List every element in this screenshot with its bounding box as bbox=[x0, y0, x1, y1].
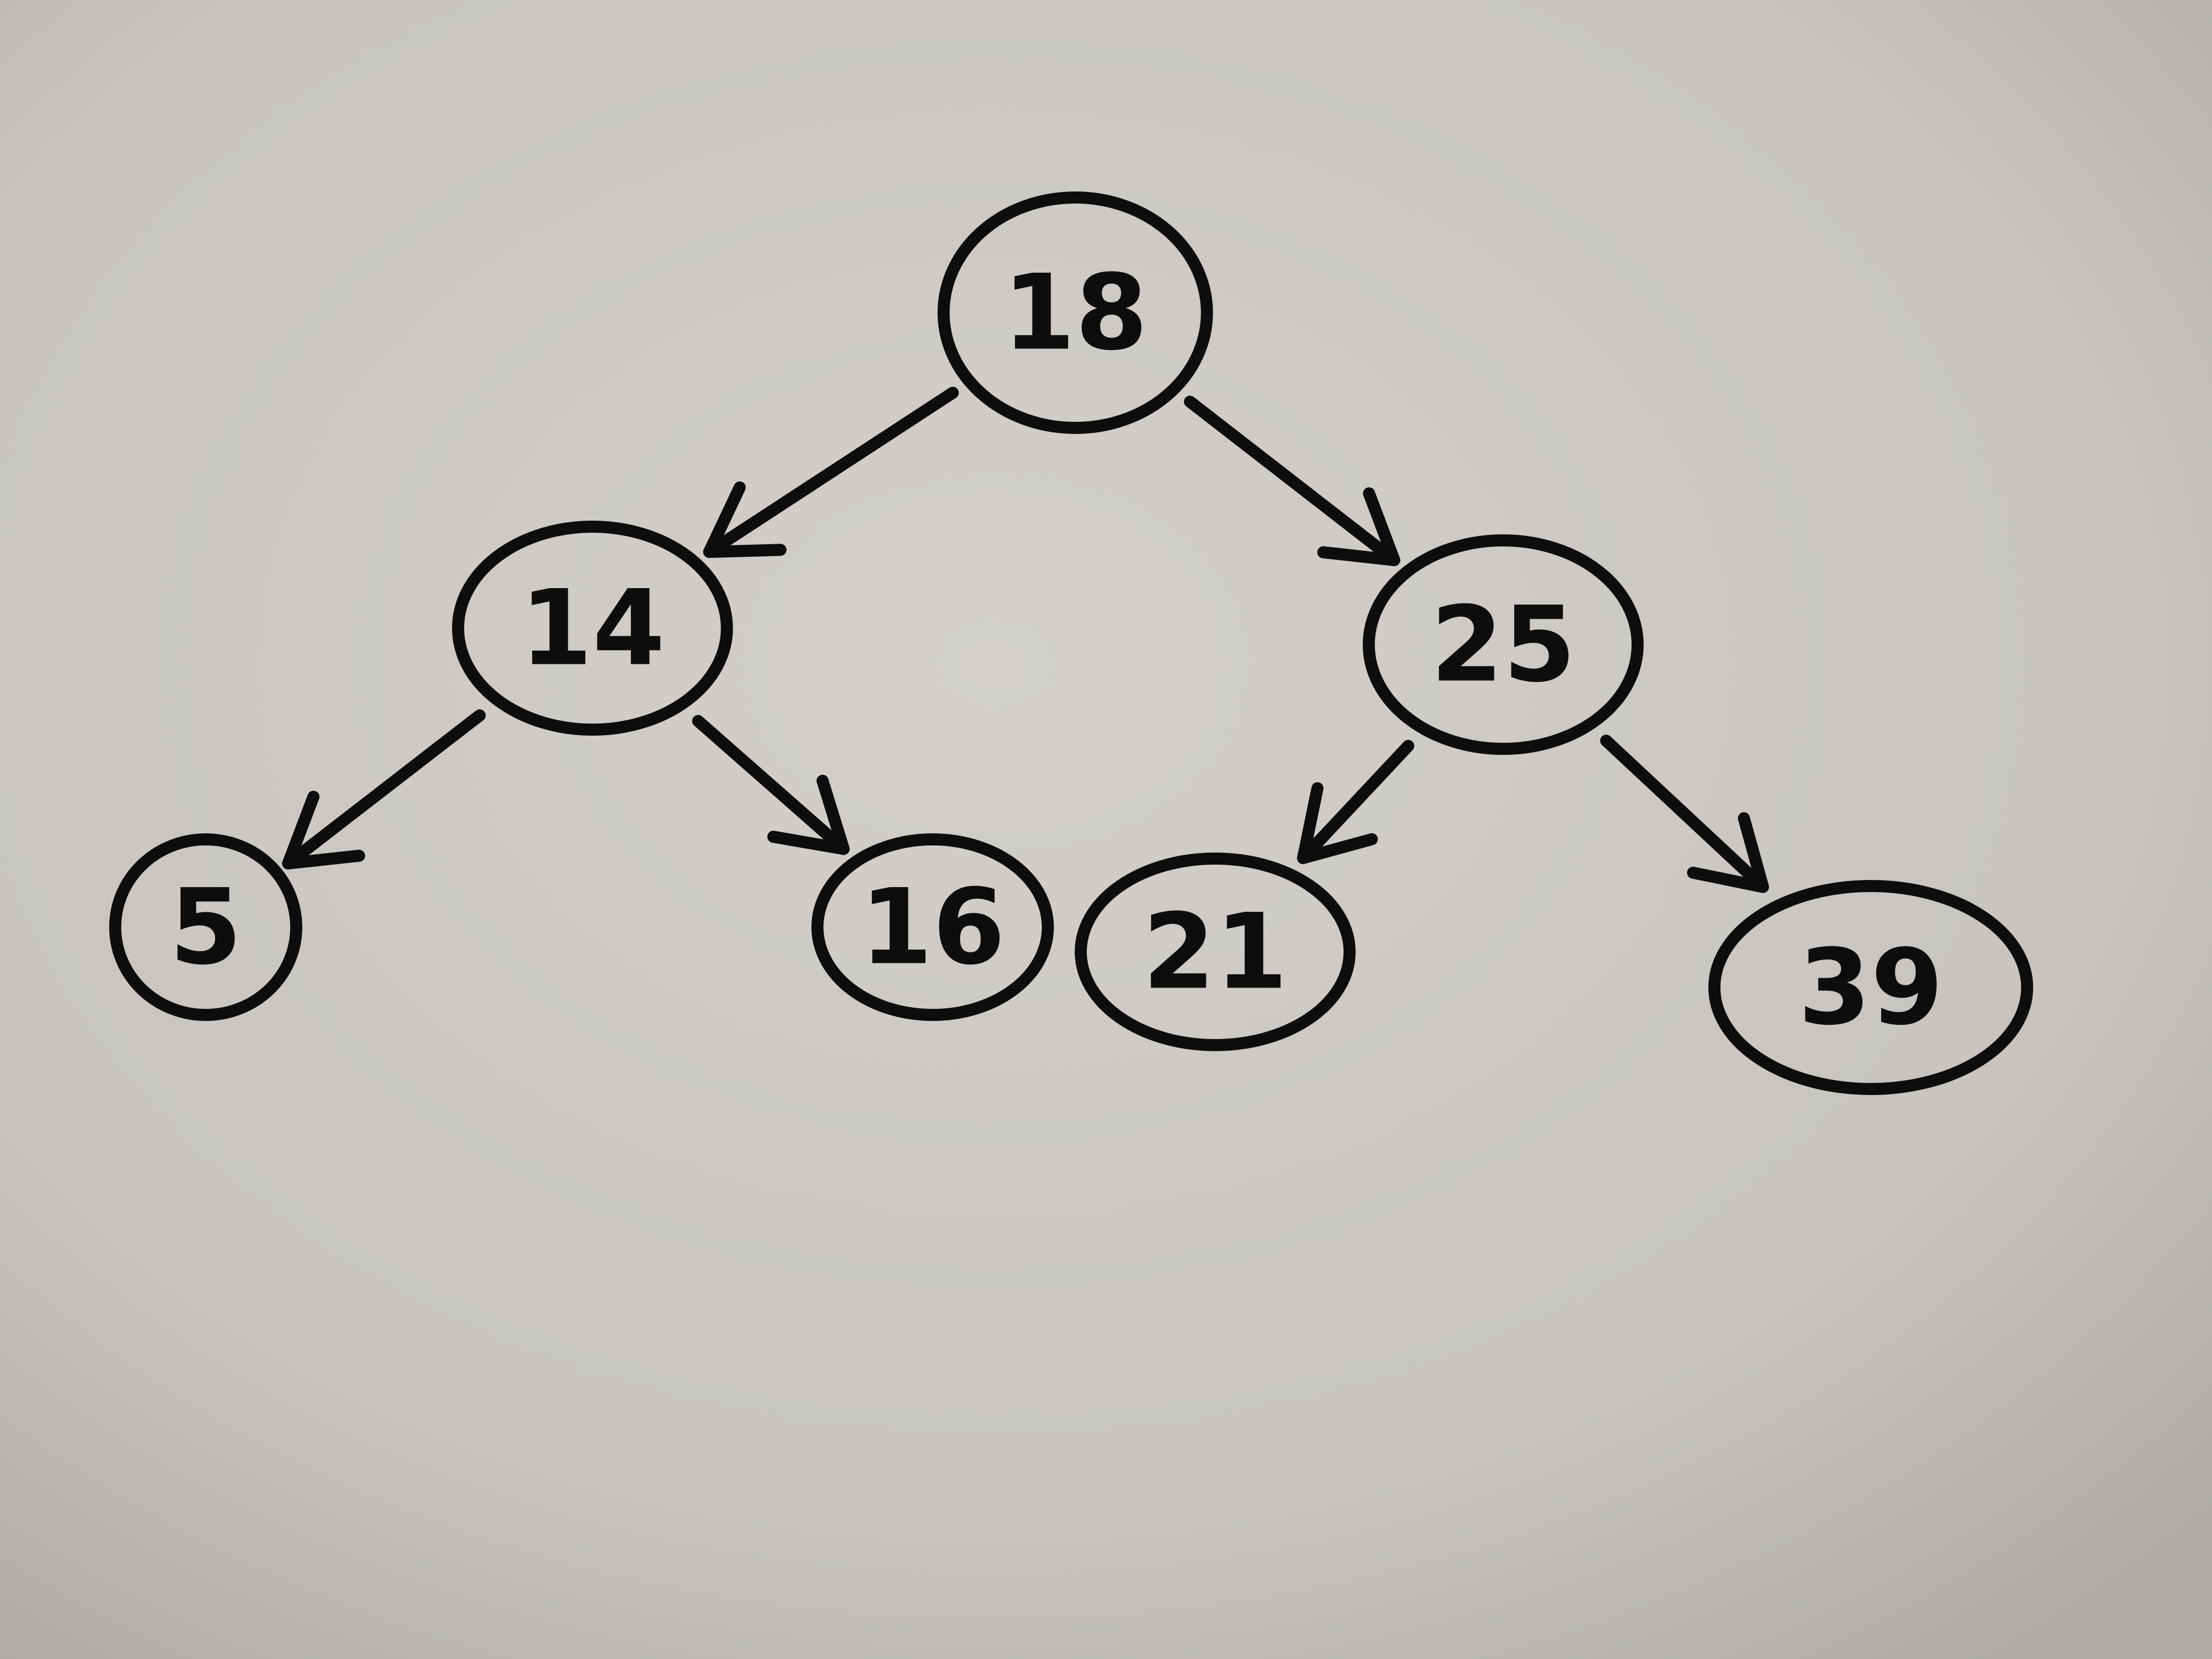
tree-node-39: 39 bbox=[1708, 880, 2033, 1095]
node-label: 5 bbox=[170, 867, 242, 988]
edge-line bbox=[703, 386, 959, 558]
edge-arrow-0 bbox=[703, 386, 959, 558]
tree-node-21: 21 bbox=[1075, 853, 1356, 1051]
node-circle bbox=[1708, 880, 2033, 1095]
node-circle bbox=[1363, 534, 1644, 755]
arrowhead-icon bbox=[767, 775, 850, 855]
edge-line bbox=[692, 715, 850, 855]
arrowhead-icon bbox=[282, 791, 365, 870]
node-circle bbox=[938, 191, 1213, 434]
edge-arrow-2 bbox=[282, 709, 486, 870]
node-label: 14 bbox=[520, 568, 665, 689]
edge-arrow-3 bbox=[692, 715, 850, 855]
arrowhead-icon bbox=[1297, 782, 1378, 865]
arrowhead-icon bbox=[1687, 812, 1769, 893]
tree-node-5: 5 bbox=[109, 833, 302, 1021]
tree-node-18: 18 bbox=[938, 191, 1213, 434]
node-label: 16 bbox=[860, 867, 1005, 988]
edge-line bbox=[282, 709, 486, 870]
tree-node-16: 16 bbox=[811, 833, 1054, 1021]
node-circle bbox=[1075, 853, 1356, 1051]
node-label: 39 bbox=[1798, 927, 1943, 1048]
node-circle bbox=[452, 521, 733, 736]
tree-node-25: 25 bbox=[1363, 534, 1644, 755]
edge-line bbox=[1297, 740, 1414, 865]
edge-line bbox=[1600, 735, 1769, 893]
nodes-layer: 18 14 25 5 16 21 39 bbox=[109, 191, 2033, 1095]
tree-node-14: 14 bbox=[452, 521, 733, 736]
arrowhead-icon bbox=[1317, 487, 1401, 566]
node-circle bbox=[811, 833, 1054, 1021]
node-label: 21 bbox=[1143, 891, 1288, 1013]
edge-line bbox=[1184, 396, 1401, 566]
node-label: 25 bbox=[1431, 584, 1576, 706]
edges-layer bbox=[282, 386, 1769, 893]
arrowhead-icon bbox=[703, 481, 787, 558]
edge-arrow-4 bbox=[1297, 740, 1414, 865]
node-label: 18 bbox=[1003, 252, 1148, 374]
edge-arrow-1 bbox=[1184, 396, 1401, 566]
edge-arrow-5 bbox=[1600, 735, 1769, 893]
node-circle bbox=[109, 833, 302, 1021]
